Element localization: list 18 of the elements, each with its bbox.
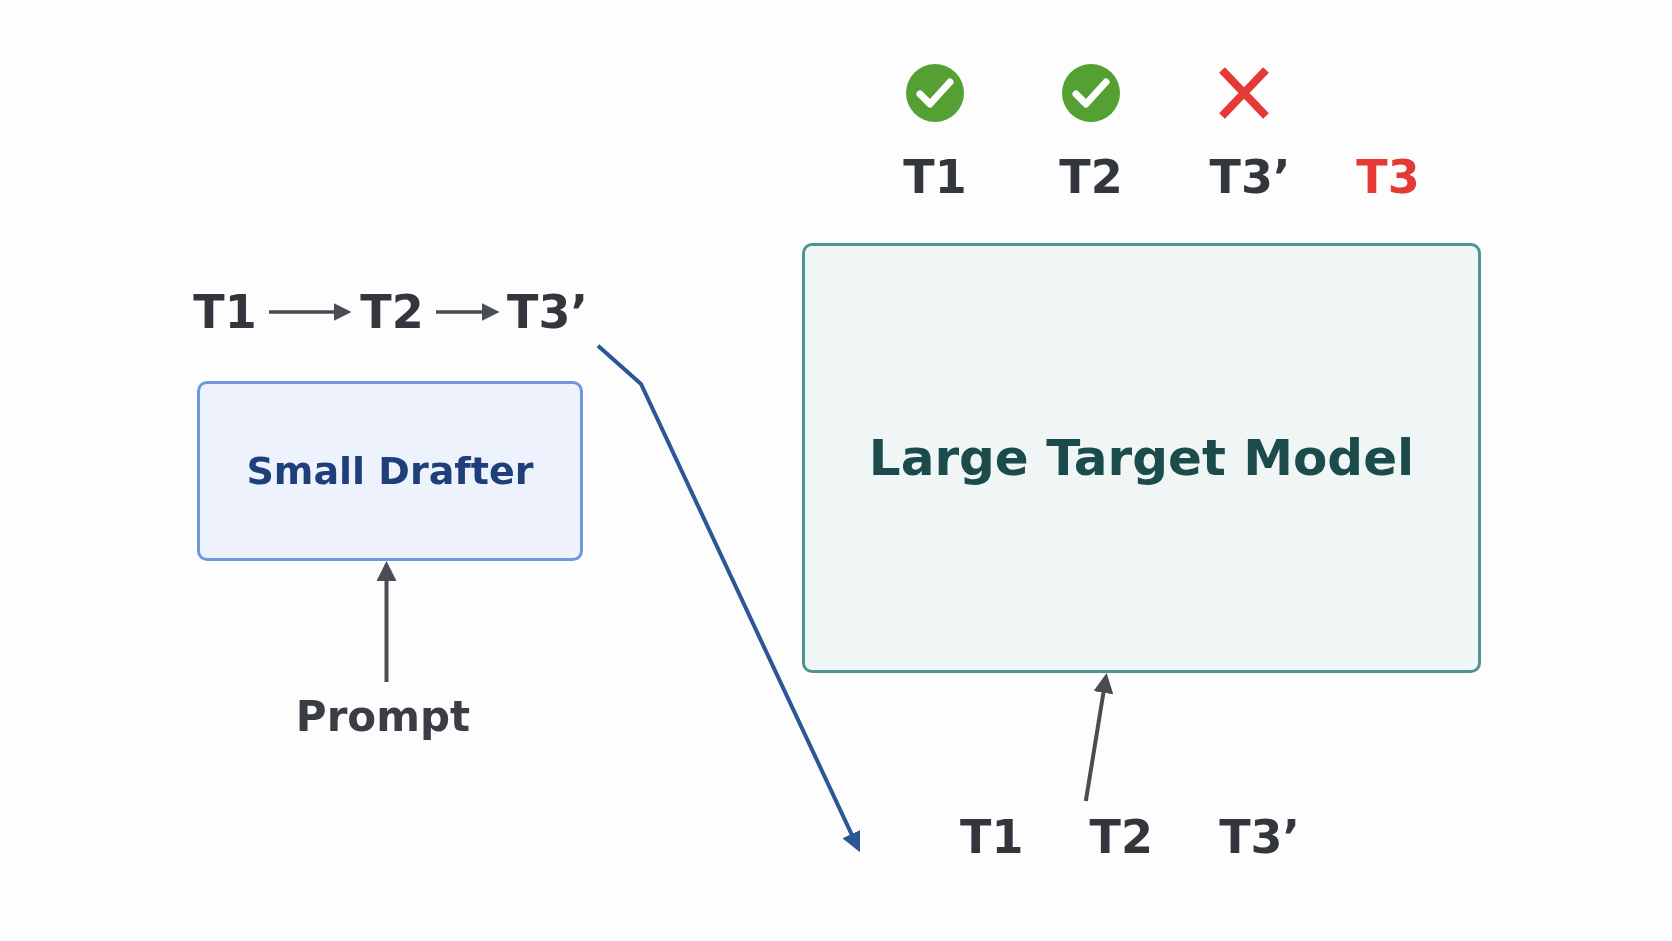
arrow — [269, 303, 352, 321]
arrow — [596, 344, 861, 853]
token-label: T1 — [185, 280, 265, 344]
arrow — [376, 561, 397, 682]
process-box: Small Drafter — [197, 381, 583, 561]
token-label: T1 — [960, 810, 1024, 864]
corrected-token-label: T3 — [1356, 150, 1420, 204]
arrow — [1083, 673, 1114, 802]
token-label: T3’ — [1209, 150, 1291, 204]
input-label: Prompt — [293, 686, 473, 746]
token-label: T2 — [1089, 810, 1153, 864]
process-box: Large Target Model — [802, 243, 1481, 673]
token-label: T2 — [1059, 150, 1123, 204]
arrow — [436, 303, 500, 321]
token-label: T2 — [352, 280, 432, 344]
token-label: T3’ — [500, 280, 595, 344]
token-label: T3’ — [1219, 810, 1300, 864]
token-label: T1 — [903, 150, 967, 204]
